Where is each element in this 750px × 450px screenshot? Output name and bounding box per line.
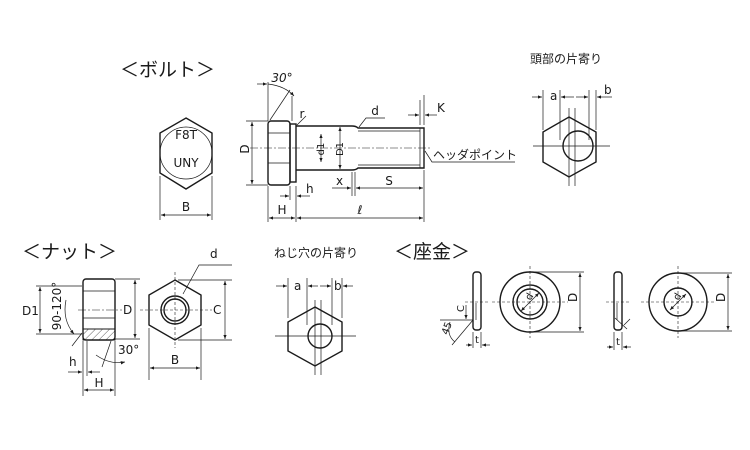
dim-H: H — [277, 203, 286, 217]
dim-x: x — [336, 174, 343, 188]
dim-length: ℓ — [357, 203, 363, 217]
nut-dim-C: C — [213, 303, 221, 317]
nut-dim-h: h — [69, 355, 77, 369]
head-offset-a: a — [550, 89, 557, 103]
washer-dim-d1: d — [524, 291, 537, 302]
bolt-title: ＜ボルト＞ — [120, 59, 215, 81]
nut-dim-D: D — [123, 303, 132, 317]
washer-dim-t1: t — [475, 335, 479, 346]
washer-dim-D1: D — [566, 293, 580, 302]
washer-dim-C: C — [456, 305, 467, 312]
nut-section: ＜ナット＞ D1 90-120° D 30° h — [22, 241, 232, 396]
washer-title: ＜座金＞ — [394, 241, 470, 263]
bolt-head-front-view: F8T UNY B — [159, 117, 213, 220]
dim-D1: D1 — [335, 142, 346, 156]
dim-D: D — [238, 144, 252, 153]
thread-offset-a: a — [294, 279, 301, 293]
thread-offset-title: ねじ穴の片寄り — [274, 245, 358, 260]
nut-side-view: D1 90-120° D 30° h H — [22, 278, 140, 396]
thread-offset-b: b — [334, 279, 342, 293]
washer-dim-D2: D — [714, 293, 728, 302]
nut-title: ＜ナット＞ — [22, 241, 117, 263]
washer-plain-front-view: d D — [641, 266, 732, 338]
dim-head-chamfer-angle: 30° — [271, 71, 292, 85]
nut-dim-H: H — [94, 376, 103, 390]
washer-section: ＜座金＞ C 45 t d — [394, 241, 732, 350]
washer-dim-t2: t — [616, 337, 620, 348]
washer-chamfered-side-view: C 45 t — [440, 271, 490, 348]
bolt-side-view: D 30° r d K d1 D1 — [238, 71, 517, 222]
dim-h: h — [306, 182, 314, 196]
dim-d: d — [371, 104, 379, 118]
header-point-label: ヘッダポイント — [433, 147, 517, 162]
head-offset-title: 頭部の片寄り — [530, 51, 602, 66]
washer-dim-chamfer-angle: 45 — [440, 321, 455, 337]
head-marking-grade: F8T — [175, 128, 198, 142]
thread-offset-section: ねじ穴の片寄り a b — [274, 245, 358, 375]
nut-dim-B: B — [171, 353, 179, 367]
dim-S: S — [385, 174, 393, 188]
washer-chamfered-front-view: d D — [492, 266, 584, 338]
washer-dim-d2: d — [672, 291, 685, 302]
dim-B: B — [182, 200, 190, 214]
nut-dim-countersink-angle: 90-120° — [50, 282, 64, 331]
nut-dim-D1: D1 — [22, 304, 39, 318]
nut-front-view: d C B — [140, 247, 232, 380]
nut-dim-chamfer-angle: 30° — [118, 343, 139, 357]
dim-K: K — [437, 101, 446, 115]
dim-d1: d1 — [316, 143, 327, 156]
head-marking-maker: UNY — [173, 156, 199, 170]
nut-dim-d: d — [210, 247, 218, 261]
head-offset-section: 頭部の片寄り a b — [530, 51, 612, 186]
washer-plain-side-view: t — [606, 271, 631, 350]
dim-r: r — [300, 107, 305, 121]
head-offset-b: b — [604, 83, 612, 97]
bolt-section: ＜ボルト＞ F8T UNY B D — [120, 59, 517, 222]
